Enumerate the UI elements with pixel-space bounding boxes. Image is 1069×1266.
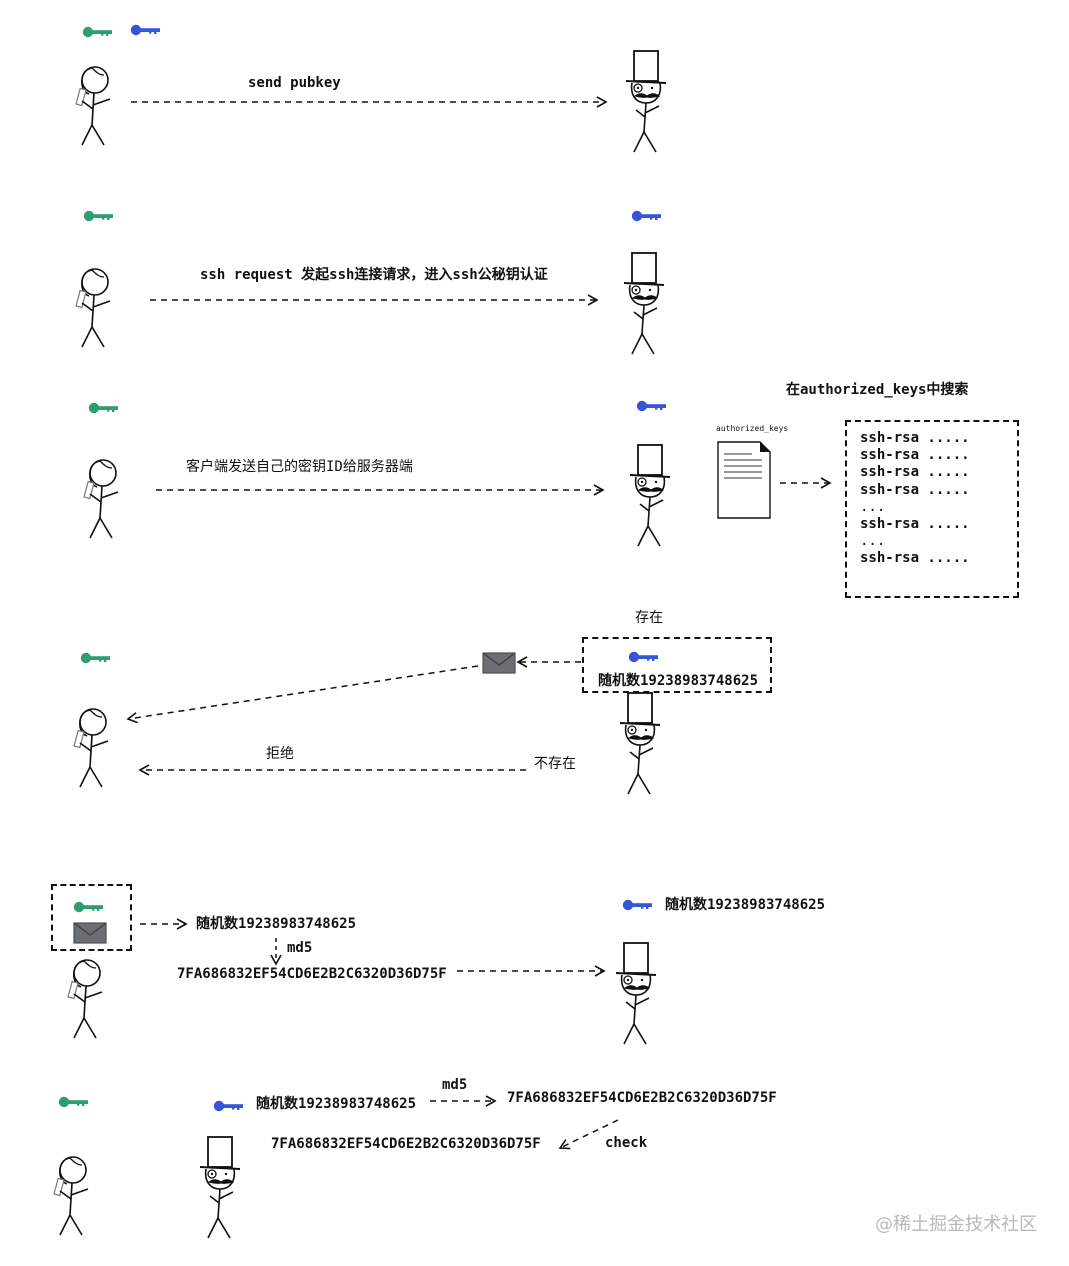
- client-person-icon: [75, 268, 111, 348]
- authorized-key-line: ssh-rsa .....: [860, 550, 970, 566]
- send-pubkey-label: send pubkey: [248, 75, 341, 91]
- server-stored-pubkey-icon: [622, 899, 652, 911]
- client-md5-label: md5: [287, 940, 313, 956]
- envelope-icon: [482, 652, 516, 674]
- server-random-number: 随机数19238983748625: [665, 897, 826, 913]
- client-person-icon: [67, 959, 103, 1039]
- client-person-icon: [53, 1156, 89, 1236]
- server-stored-pubkey-icon: [213, 1100, 243, 1112]
- not-exists-label: 不存在: [534, 756, 576, 772]
- authorized-key-line: ssh-rsa .....: [860, 447, 970, 463]
- send-envelope-arrow: [126, 665, 479, 724]
- server-person-icon: [629, 444, 671, 547]
- client-person-icon: [75, 66, 111, 146]
- authorized-key-ellipsis: ...: [860, 533, 886, 549]
- client-private-key-icon: [80, 652, 110, 664]
- server-stored-pubkey-icon: [636, 400, 666, 412]
- client-person-icon: [73, 708, 109, 788]
- authorized-keys-file-icon: [717, 441, 771, 519]
- search-title-label: 在authorized_keys中搜索: [786, 382, 969, 398]
- random-number-box: 随机数19238983748625: [582, 637, 772, 693]
- client-public-key-icon: [130, 24, 160, 36]
- authorized-key-line: ssh-rsa .....: [860, 430, 970, 446]
- check-label: check: [605, 1135, 648, 1151]
- exists-label: 存在: [635, 610, 663, 626]
- server-hash-value: 7FA686832EF54CD6E2B2C6320D36D75F: [507, 1090, 777, 1106]
- client-send-id-label: 客户端发送自己的密钥ID给服务器端: [186, 459, 413, 475]
- authorized-key-ellipsis: ...: [860, 499, 886, 515]
- authorized-key-line: ssh-rsa .....: [860, 482, 970, 498]
- random-number-value: 随机数19238983748625: [598, 673, 759, 689]
- client-private-key-icon: [58, 1096, 88, 1108]
- ssh-request-label: ssh request 发起ssh连接请求，进入ssh公秘钥认证: [200, 267, 548, 283]
- client-random-number: 随机数19238983748625: [196, 916, 357, 932]
- received-hash-value: 7FA686832EF54CD6E2B2C6320D36D75F: [271, 1136, 541, 1152]
- authorized-key-line: ssh-rsa .....: [860, 516, 970, 532]
- client-hash-value: 7FA686832EF54CD6E2B2C6320D36D75F: [177, 966, 447, 982]
- client-private-key-icon: [88, 402, 118, 414]
- authorized-keys-file-label: authorized_keys: [716, 424, 789, 433]
- server-random-number-2: 随机数19238983748625: [256, 1096, 417, 1112]
- client-private-key-icon: [83, 210, 113, 222]
- authorized-key-line: ssh-rsa .....: [860, 464, 970, 480]
- client-decrypt-box: [51, 884, 132, 951]
- server-md5-label: md5: [442, 1077, 468, 1093]
- client-person-icon: [83, 459, 119, 539]
- server-person-icon: [619, 692, 661, 795]
- reject-label: 拒绝: [266, 746, 294, 762]
- server-person-icon: [199, 1136, 241, 1239]
- authorized-keys-box: ssh-rsa ..... ssh-rsa ..... ssh-rsa ....…: [845, 420, 1019, 598]
- server-person-icon: [615, 942, 657, 1045]
- server-stored-pubkey-icon: [631, 210, 661, 222]
- server-person-icon: [625, 50, 667, 153]
- server-person-icon: [623, 252, 665, 355]
- client-private-key-icon: [82, 26, 112, 38]
- watermark: @稀土掘金技术社区: [875, 1214, 1037, 1235]
